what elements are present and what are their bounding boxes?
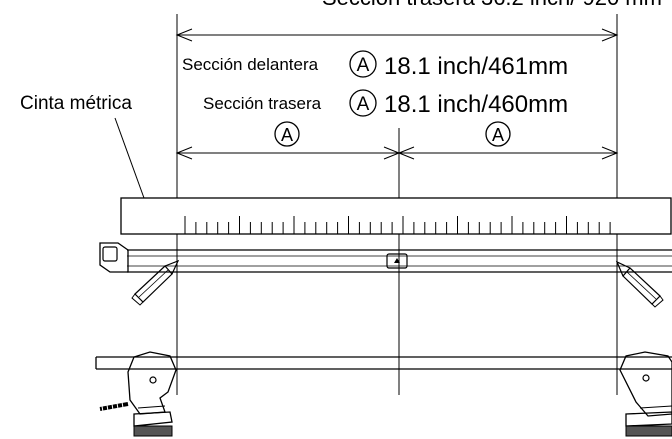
bar-end-cross-section (99, 242, 129, 273)
top-rear-section-label: Sección trasera 36.2 inch/ 920 mm (322, 0, 662, 10)
left-foot-pad (133, 425, 173, 437)
left-roof-foot (99, 351, 177, 437)
crossbar (95, 356, 672, 370)
tape-ticks (184, 216, 611, 234)
left-half-a-marker-circle (274, 121, 300, 147)
front-a-marker-circle (349, 50, 377, 78)
rear-section-value: 18.1 inch/460mm (384, 91, 568, 118)
right-half-a-marker: A (492, 125, 504, 145)
rear-a-marker-circle (349, 89, 377, 117)
front-section-measurement: Sección delantera A 18.1 inch/461mm (182, 50, 568, 80)
right-roof-foot (619, 351, 672, 437)
rear-section-measurement: Sección trasera A 18.1 inch/460mm (203, 89, 568, 118)
left-foot-screw (99, 401, 129, 413)
half-dimension-arrows (175, 146, 619, 160)
tape-body (120, 197, 672, 235)
rear-a-marker: A (357, 94, 370, 115)
center-mark (386, 253, 408, 269)
front-a-marker: A (357, 55, 370, 76)
front-section-label: Sección delantera (182, 55, 319, 74)
right-pencil-icon (615, 260, 664, 308)
right-half-a-marker-circle (485, 121, 511, 147)
left-half-a-marker: A (281, 125, 293, 145)
overall-dimension-arrow (175, 28, 619, 42)
tape-leader-line (114, 117, 145, 199)
left-pencil-icon (131, 259, 180, 306)
front-section-value: 18.1 inch/461mm (384, 53, 568, 80)
tape-measure (120, 197, 672, 235)
rear-section-label: Sección trasera (203, 94, 322, 113)
right-foot-pad (625, 425, 672, 437)
load-bar (99, 242, 672, 273)
tape-measure-label: Cinta métrica (20, 93, 132, 114)
